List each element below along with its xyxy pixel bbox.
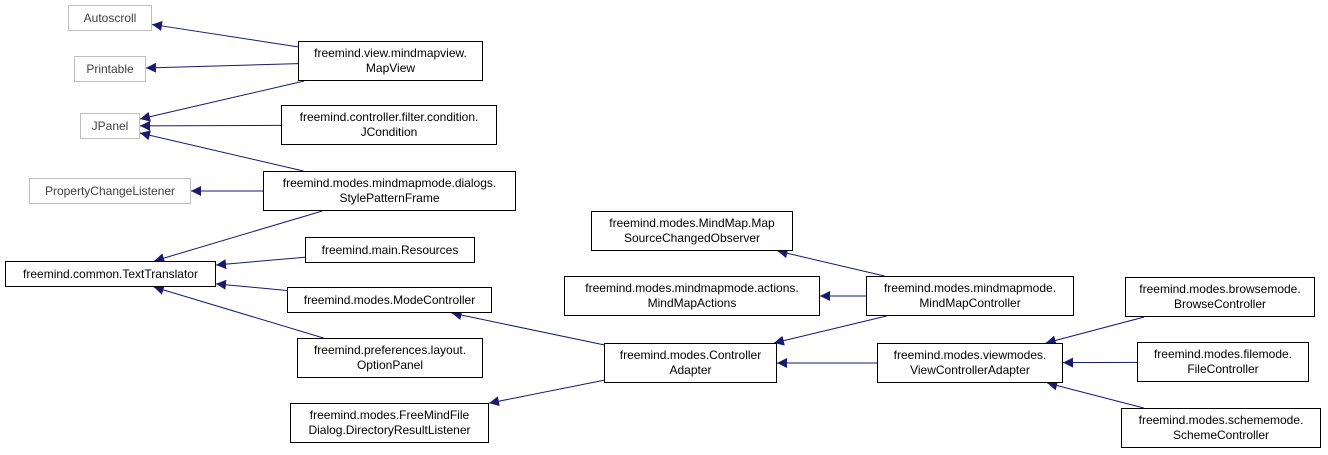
- node-label-line-2: FileController: [1187, 362, 1259, 376]
- node-label: freemind.main.Resources: [321, 242, 459, 257]
- node-label-line-1: freemind.modes.FreeMindFile: [309, 408, 470, 422]
- node-label-line-1: freemind.modes.MindMap.Map: [609, 216, 775, 230]
- node-label-line-2: SourceChangedObserver: [623, 231, 761, 245]
- node-map-view[interactable]: freemind.view.mindmapview. MapView: [298, 41, 483, 81]
- node-mind-map-actions[interactable]: freemind.modes.mindmapmode.actions. Mind…: [564, 276, 820, 316]
- node-browse-controller[interactable]: freemind.modes.browsemode. BrowseControl…: [1125, 277, 1315, 317]
- node-label-line-1: freemind.controller.filter.condition.: [299, 110, 479, 124]
- edge-controller-adapter-to-directory-result-listener: [488, 379, 605, 407]
- edge-scheme-controller-to-view-controller-adapter: [1047, 380, 1144, 409]
- node-mind-map-controller[interactable]: freemind.modes.mindmapmode. MindMapContr…: [866, 276, 1074, 316]
- node-label: Autoscroll: [83, 10, 137, 25]
- node-autoscroll[interactable]: Autoscroll: [68, 5, 152, 31]
- node-label: freemind.common.TextTranslator: [23, 266, 198, 281]
- edge-jcondition-to-jpanel: [139, 120, 282, 131]
- node-label-line-2: OptionPanel: [356, 358, 424, 372]
- edge-mind-map-controller-to-map-source-changed-observer: [777, 248, 885, 277]
- node-label-line-2: Adapter: [669, 363, 712, 377]
- node-view-controller-adapter[interactable]: freemind.modes.viewmodes. ViewController…: [877, 343, 1063, 383]
- node-property-change-listener[interactable]: PropertyChangeListener: [29, 178, 191, 204]
- node-text-translator[interactable]: freemind.common.TextTranslator: [5, 261, 216, 287]
- node-label: Printable: [86, 61, 134, 76]
- node-label-line-2: ViewControllerAdapter: [910, 363, 1030, 377]
- node-label-line-1: freemind.view.mindmapview.: [314, 46, 467, 60]
- node-style-pattern-frame[interactable]: freemind.modes.mindmapmode.dialogs. Styl…: [263, 171, 516, 211]
- node-label-line-2: MapView: [365, 61, 416, 75]
- node-label-line-1: freemind.modes.schememode.: [1138, 413, 1304, 427]
- node-file-controller[interactable]: freemind.modes.filemode. FileController: [1137, 342, 1309, 382]
- node-label-line-2: StylePatternFrame: [339, 191, 440, 205]
- node-printable[interactable]: Printable: [74, 56, 146, 82]
- edge-controller-adapter-to-mode-controller: [451, 310, 605, 346]
- node-label: PropertyChangeListener: [44, 183, 176, 198]
- node-label-line-2: MindMapController: [919, 296, 1021, 310]
- edge-map-view-to-printable: [145, 62, 299, 73]
- node-label-line-1: freemind.preferences.layout.: [313, 343, 467, 357]
- node-option-panel[interactable]: freemind.preferences.layout. OptionPanel: [297, 338, 483, 378]
- node-label-line-1: freemind.modes.mindmapmode.dialogs.: [282, 176, 497, 190]
- node-label-line-1: freemind.modes.mindmapmode.: [883, 281, 1057, 295]
- edge-style-pattern-frame-to-jpanel: [139, 130, 304, 172]
- node-label-line-1: freemind.modes.mindmapmode.actions.: [585, 281, 799, 295]
- node-jcondition[interactable]: freemind.controller.filter.condition. JC…: [281, 105, 497, 145]
- node-jpanel[interactable]: JPanel: [80, 113, 140, 139]
- edge-map-view-to-jpanel: [139, 80, 305, 122]
- edge-browse-controller-to-view-controller-adapter: [1045, 316, 1145, 346]
- node-resources[interactable]: freemind.main.Resources: [305, 237, 475, 263]
- node-directory-result-listener[interactable]: freemind.modes.FreeMindFile Dialog.Direc…: [290, 403, 489, 443]
- node-label-line-2: MindMapActions: [647, 296, 737, 310]
- edge-mode-controller-to-text-translator: [215, 279, 288, 291]
- edge-style-pattern-frame-to-text-translator: [154, 210, 323, 263]
- node-label-line-2: BrowseController: [1173, 297, 1267, 311]
- edge-resources-to-text-translator: [215, 256, 306, 270]
- node-label-line-1: freemind.modes.viewmodes.: [893, 348, 1047, 362]
- node-label-line-1: freemind.modes.filemode.: [1153, 347, 1293, 361]
- node-controller-adapter[interactable]: freemind.modes.Controller Adapter: [604, 343, 777, 383]
- node-mode-controller[interactable]: freemind.modes.ModeController: [287, 287, 492, 313]
- node-map-source-changed-observer[interactable]: freemind.modes.MindMap.Map SourceChanged…: [591, 211, 793, 251]
- node-scheme-controller[interactable]: freemind.modes.schememode. SchemeControl…: [1121, 408, 1321, 448]
- node-label-line-2: Dialog.DirectoryResultListener: [308, 423, 471, 437]
- node-label-line-2: SchemeController: [1172, 428, 1270, 442]
- edge-mind-map-controller-to-controller-adapter: [773, 315, 887, 346]
- node-label-line-1: freemind.modes.browsemode.: [1139, 282, 1301, 296]
- node-label: freemind.modes.ModeController: [303, 292, 476, 307]
- edge-option-panel-to-text-translator: [153, 285, 324, 339]
- node-label-line-1: freemind.modes.Controller: [619, 348, 762, 362]
- edge-map-view-to-autoscroll: [151, 21, 299, 48]
- node-label-line-2: JCondition: [360, 125, 418, 139]
- node-label: JPanel: [91, 118, 129, 133]
